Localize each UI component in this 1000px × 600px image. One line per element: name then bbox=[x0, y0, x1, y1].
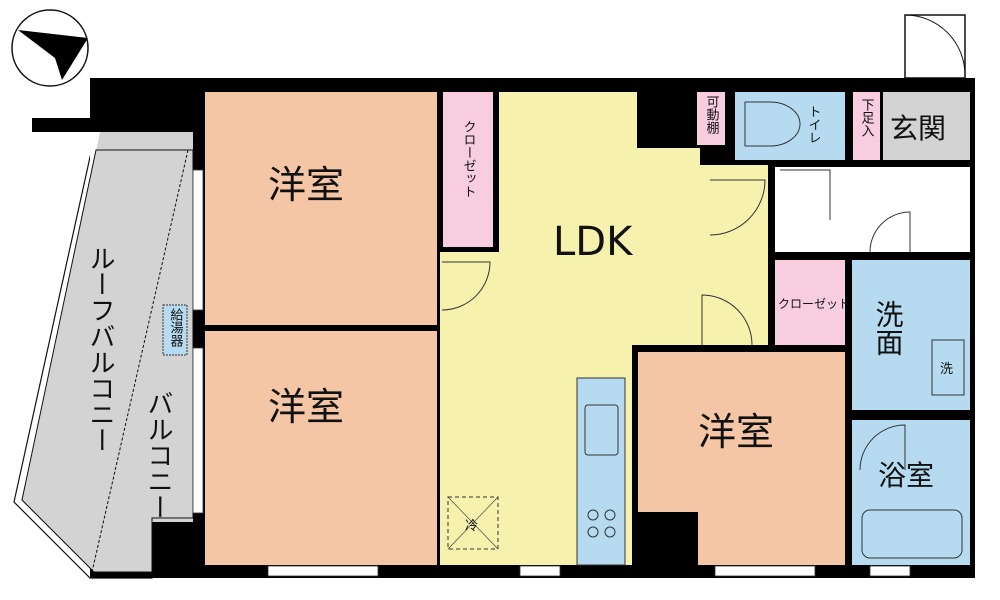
entrance-label: 玄関 bbox=[890, 112, 946, 145]
washer-space bbox=[931, 339, 965, 396]
closet-2 bbox=[775, 260, 845, 345]
western-room-1 bbox=[205, 92, 437, 325]
water-heater-label: 給湯器 bbox=[168, 308, 184, 348]
bathtub bbox=[861, 509, 963, 559]
toilet-room bbox=[735, 92, 845, 160]
closet-2-label: クローゼット bbox=[778, 297, 850, 311]
stove-icon bbox=[587, 509, 616, 538]
north-arrow-icon bbox=[11, 9, 89, 87]
sink-icon bbox=[584, 404, 619, 456]
western-room-1-label: 洋室 bbox=[268, 163, 344, 207]
closet-1-label: クローゼット bbox=[461, 120, 477, 198]
shoe-box-label: 下足入 bbox=[859, 98, 875, 137]
toilet-label: トイレ bbox=[806, 105, 821, 144]
roof-balcony-label: ルーフバルコニー bbox=[85, 245, 115, 453]
western-room-2 bbox=[205, 331, 437, 565]
ldk-room bbox=[440, 92, 768, 565]
hallway bbox=[775, 167, 970, 252]
washer-label: 洗 bbox=[940, 362, 953, 377]
wall-stub bbox=[32, 118, 94, 132]
windows bbox=[192, 169, 911, 577]
western-room-3-label: 洋室 bbox=[698, 410, 774, 454]
fridge-space bbox=[447, 496, 499, 550]
ldk-label: LDK bbox=[553, 219, 634, 265]
entrance-hall bbox=[883, 92, 970, 160]
movable-shelf bbox=[697, 92, 725, 145]
bathroom bbox=[852, 420, 970, 565]
western-room-2-label: 洋室 bbox=[268, 385, 344, 429]
closet-1 bbox=[443, 92, 493, 247]
balcony-label: バルコニー bbox=[143, 390, 173, 520]
washroom-label: 洗面 bbox=[872, 300, 905, 356]
shoe-box bbox=[853, 92, 880, 160]
toilet-icon bbox=[744, 101, 801, 147]
shelf-label: 可動棚 bbox=[704, 95, 720, 134]
bathroom-label: 浴室 bbox=[878, 459, 934, 492]
entrance-door bbox=[904, 14, 966, 79]
doors bbox=[441, 169, 911, 471]
fridge-label: 冷 bbox=[465, 519, 478, 534]
